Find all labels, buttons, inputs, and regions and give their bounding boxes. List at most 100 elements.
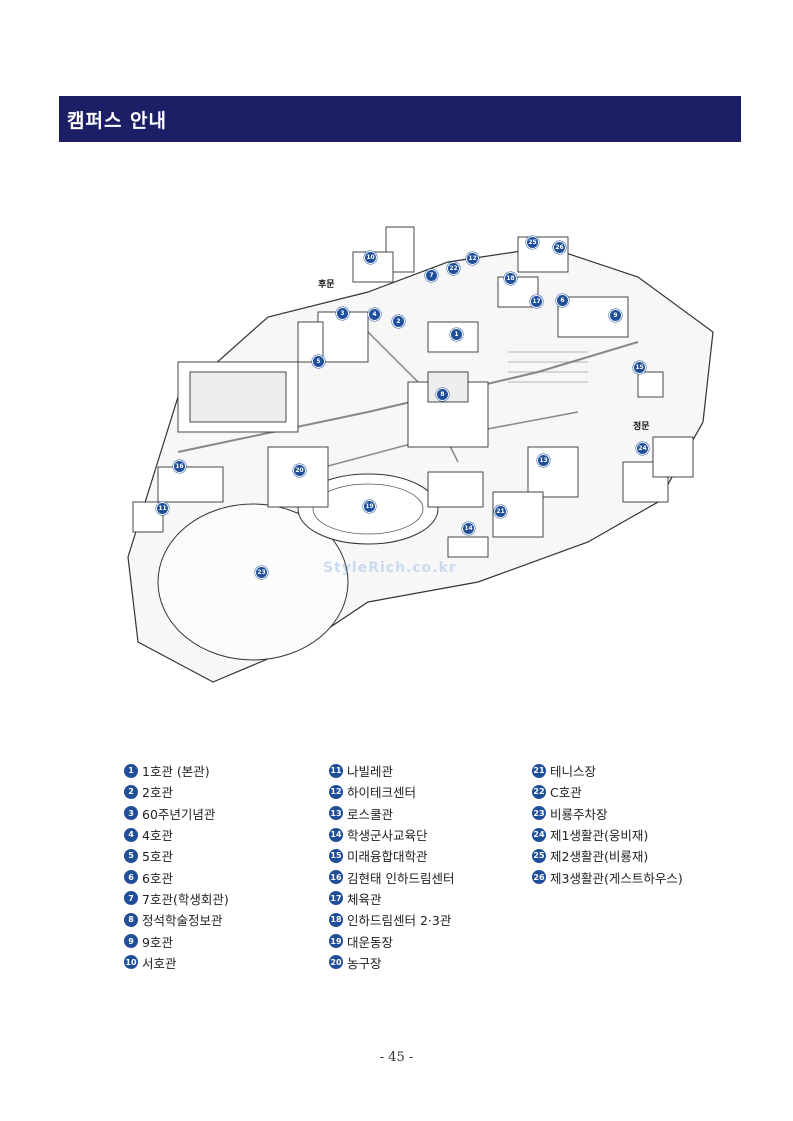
legend-item: 9 9호관 [124,930,314,951]
legend-label: 학생군사교육단 [347,828,428,844]
legend-label: 농구장 [347,955,382,971]
legend-item: 22 C호관 [532,781,722,802]
legend-label: 비룡주차장 [550,806,608,822]
number-badge: 22 [532,784,546,799]
legend-label: 하이테크센터 [347,785,417,801]
legend-item: 15 미래융합대학관 [329,845,519,866]
legend-item: 16 김현태 인하드림센터 [329,866,519,887]
map-pin-26[interactable]: 26 [553,241,566,254]
legend-label: 제3생활관(게스트하우스) [550,870,683,886]
map-pin-21[interactable]: 21 [494,505,507,518]
number-badge: 6 [124,870,138,885]
legend-item: 19 대운동장 [329,930,519,951]
legend-label: 제1생활관(웅비재) [550,828,649,844]
number-badge: 24 [532,827,546,842]
number-badge: 7 [124,891,138,906]
legend-item: 23 비룡주차장 [532,803,722,824]
legend-item: 12 하이테크센터 [329,781,519,802]
legend-label: 7호관(학생회관) [142,891,229,907]
legend-item: 24 제1생활관(웅비재) [532,824,722,845]
map-pin-2[interactable]: 2 [392,315,405,328]
number-badge: 5 [124,848,138,863]
legend-label: C호관 [550,785,582,801]
map-pin-13[interactable]: 13 [537,454,550,467]
number-badge: 19 [329,934,343,949]
map-pin-6[interactable]: 6 [556,294,569,307]
map-pin-20[interactable]: 20 [293,464,306,477]
legend-label: 정석학술정보관 [142,913,223,929]
legend-label: 2호관 [142,785,173,801]
map-pin-8[interactable]: 8 [436,388,449,401]
legend-label: 대운동장 [347,934,394,950]
map-pin-23[interactable]: 23 [255,566,268,579]
map-pin-24[interactable]: 24 [636,442,649,455]
legend-label: 미래융합대학관 [347,849,428,865]
legend-label: 체육관 [347,891,382,907]
number-badge: 9 [124,934,138,949]
campus-map: 후문 정문 StyleRich.co.kr 1 2 3 4 5 6 7 8 9 … [118,222,718,692]
map-pin-3[interactable]: 3 [336,307,349,320]
legend-label: 나빌레관 [347,764,394,780]
page-title: 캠퍼스 안내 [67,109,168,132]
number-badge: 25 [532,848,546,863]
map-pin-17[interactable]: 17 [530,295,543,308]
number-badge: 12 [329,784,343,799]
number-badge: 16 [329,870,343,885]
number-badge: 15 [329,848,343,863]
number-badge: 14 [329,827,343,842]
map-pin-7[interactable]: 7 [425,269,438,282]
number-badge: 26 [532,870,546,885]
legend-item: 26 제3생활관(게스트하우스) [532,866,722,887]
map-pin-16[interactable]: 16 [173,460,186,473]
map-pin-12[interactable]: 12 [466,252,479,265]
legend-label: 1호관 (본관) [142,764,210,780]
section-header: 캠퍼스 안내 [59,96,741,142]
watermark: StyleRich.co.kr [323,560,457,576]
map-pin-14[interactable]: 14 [462,522,475,535]
legend-label: 김현태 인하드림센터 [347,870,455,886]
number-badge: 17 [329,891,343,906]
legend-label: 9호관 [142,934,173,950]
map-pin-11[interactable]: 11 [156,502,169,515]
legend-item: 21 테니스장 [532,760,722,781]
back-gate-label: 후문 [318,280,335,290]
number-badge: 4 [124,827,138,842]
number-badge: 2 [124,784,138,799]
legend-item: 25 제2생활관(비룡재) [532,845,722,866]
map-pin-15[interactable]: 15 [633,361,646,374]
map-pin-10[interactable]: 10 [364,251,377,264]
legend-label: 테니스장 [550,764,597,780]
number-badge: 1 [124,763,138,778]
legend-label: 인하드림센터 2·3관 [347,913,452,929]
number-badge: 10 [124,955,138,970]
legend-item: 11 나빌레관 [329,760,519,781]
map-pin-5[interactable]: 5 [312,355,325,368]
legend-item: 18 인하드림센터 2·3관 [329,909,519,930]
map-pin-18[interactable]: 18 [504,272,517,285]
legend-item: 7 7호관(학생회관) [124,888,314,909]
map-pin-9[interactable]: 9 [609,309,622,322]
map-pin-4[interactable]: 4 [368,308,381,321]
map-pin-19[interactable]: 19 [363,500,376,513]
legend-column-3: 21 테니스장 22 C호관 23 비룡주차장 24 제1생활관(웅비재) 25 제2생활… [532,760,722,888]
legend-label: 6호관 [142,870,173,886]
number-badge: 11 [329,763,343,778]
map-pin-1[interactable]: 1 [450,328,463,341]
number-badge: 23 [532,806,546,821]
map-pin-25[interactable]: 25 [526,236,539,249]
number-badge: 3 [124,806,138,821]
main-gate-label: 정문 [633,422,650,432]
number-badge: 21 [532,763,546,778]
legend-label: 제2생활관(비룡재) [550,849,649,865]
number-badge: 18 [329,912,343,927]
legend-item: 14 학생군사교육단 [329,824,519,845]
map-pin-22[interactable]: 22 [447,262,460,275]
